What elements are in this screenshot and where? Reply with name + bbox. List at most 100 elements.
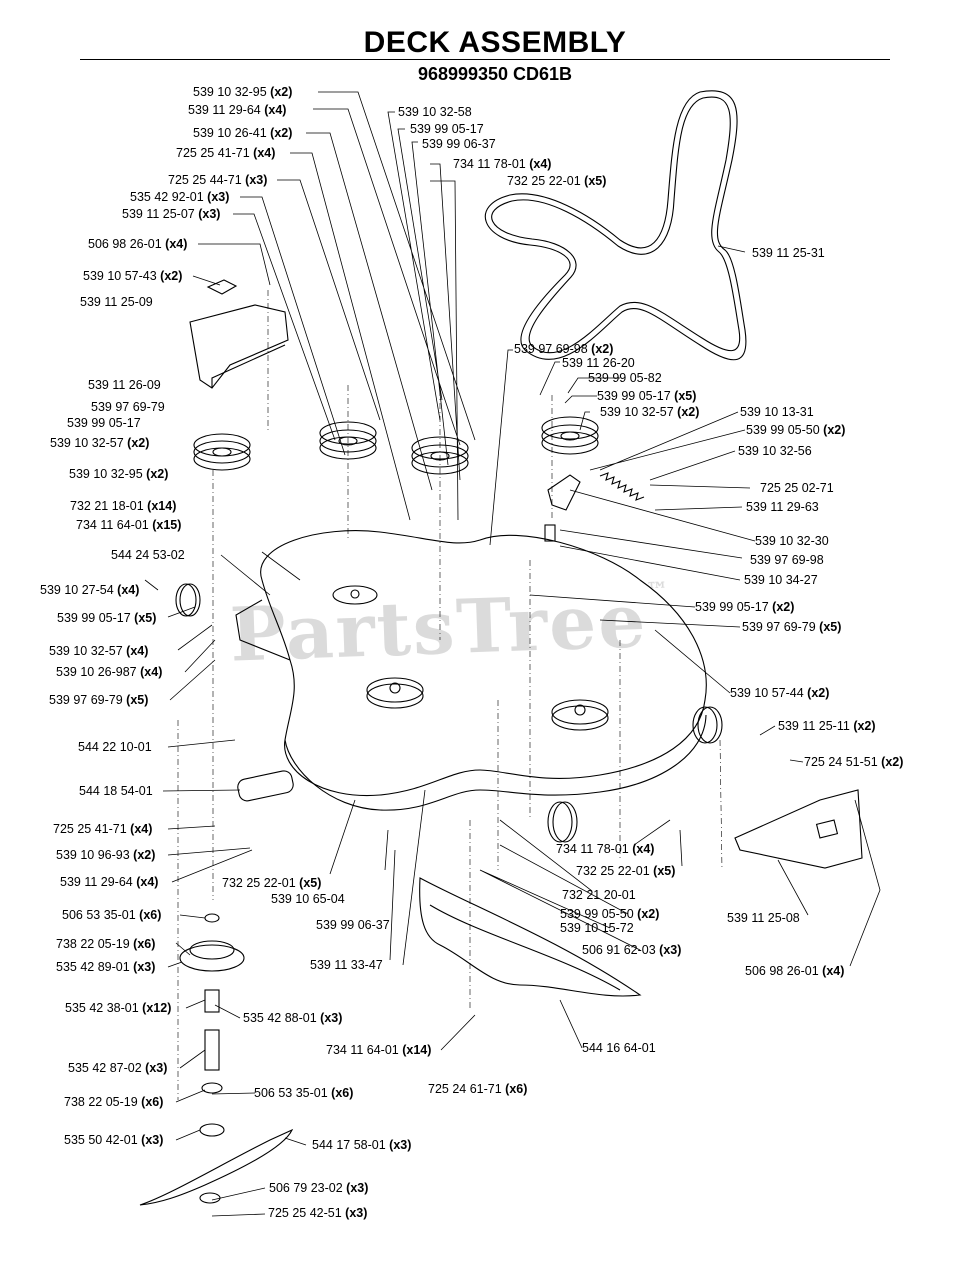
callout: 539 11 26-20 — [562, 356, 635, 370]
left-idler-pulley — [193, 433, 251, 471]
callout: 539 11 25-08 — [727, 911, 800, 925]
callout: 732 25 22-01 (x5) — [576, 864, 676, 878]
page-title: DECK ASSEMBLY — [363, 26, 627, 59]
callout: 732 21 20-01 — [562, 888, 636, 902]
callout: 535 42 88-01 (x3) — [243, 1011, 343, 1025]
callout: 539 99 05-82 — [588, 371, 662, 385]
spindle-stack — [179, 913, 245, 1137]
callout: 732 25 22-01 (x5) — [507, 174, 607, 188]
callout: 535 42 38-01 (x12) — [65, 1001, 172, 1015]
callout: 725 24 51-51 (x2) — [804, 755, 904, 769]
callout: 539 10 57-43 (x2) — [83, 269, 183, 283]
callout: 725 25 44-71 (x3) — [168, 173, 268, 187]
title-rule — [80, 59, 890, 60]
callout: 734 11 78-01 (x4) — [556, 842, 655, 856]
callout: 539 10 27-54 (x4) — [40, 583, 140, 597]
callout: 539 11 33-47 — [310, 958, 383, 972]
callout: 539 10 96-93 (x2) — [56, 848, 156, 862]
callout: 539 10 34-27 — [744, 573, 818, 587]
callout: 539 10 26-41 (x2) — [193, 126, 293, 140]
callout: 539 99 05-17 — [410, 122, 484, 136]
callout: 539 10 26-987 (x4) — [56, 665, 163, 679]
callout: 539 99 05-17 (x5) — [597, 389, 697, 403]
callout: 506 91 62-03 (x3) — [582, 943, 682, 957]
deck-spindle-center — [332, 585, 378, 605]
callout: 539 10 32-95 (x2) — [193, 85, 293, 99]
alignment-lines — [177, 290, 723, 1100]
deck-spindle-right — [551, 699, 609, 731]
callout: 539 11 29-64 (x4) — [188, 103, 287, 117]
idler-arm — [547, 474, 581, 511]
callout: 539 11 29-63 — [746, 500, 819, 514]
callout: 539 97 69-98 (x2) — [514, 342, 614, 356]
callout: 734 11 78-01 (x4) — [453, 157, 552, 171]
baffle-plate — [419, 877, 642, 997]
callout: 725 25 41-71 (x4) — [53, 822, 153, 836]
callout: 539 10 32-58 — [398, 105, 472, 119]
callout: 506 79 23-02 (x3) — [269, 1181, 369, 1195]
callout: 535 42 87-02 (x3) — [68, 1061, 168, 1075]
callout: 544 24 53-02 — [111, 548, 185, 562]
mower-blade — [139, 1128, 294, 1206]
callout: 539 99 05-17 (x5) — [57, 611, 157, 625]
gauge-wheel-left — [175, 583, 201, 617]
callout: 539 10 32-95 (x2) — [69, 467, 169, 481]
callout: 725 25 42-51 (x3) — [268, 1206, 368, 1220]
callout: 535 42 92-01 (x3) — [130, 190, 230, 204]
callout: 506 53 35-01 (x6) — [62, 908, 162, 922]
callout: 539 97 69-98 — [750, 553, 824, 567]
model-number: 968999350 CD61B — [417, 64, 573, 84]
callout: 539 11 25-07 (x3) — [122, 207, 221, 221]
callout: 539 99 05-17 (x2) — [695, 600, 795, 614]
callout: 506 53 35-01 (x6) — [254, 1086, 354, 1100]
callout: 539 11 25-31 — [752, 246, 825, 260]
drive-belt — [484, 90, 747, 361]
callout: 544 17 58-01 (x3) — [312, 1138, 412, 1152]
callout: 539 99 06-37 — [316, 918, 390, 932]
callout: 732 25 22-01 (x5) — [222, 876, 322, 890]
callout: 725 24 61-71 (x6) — [428, 1082, 528, 1096]
left-idler-cover — [189, 304, 289, 389]
leader-lines — [144, 91, 881, 1217]
callout: 539 10 32-57 (x4) — [49, 644, 149, 658]
callout: 539 10 15-72 — [560, 921, 634, 935]
callout: 539 10 32-57 (x2) — [600, 405, 700, 419]
callout: 539 97 69-79 (x5) — [49, 693, 149, 707]
callout: 738 22 05-19 (x6) — [64, 1095, 164, 1109]
callout: 725 25 41-71 (x4) — [176, 146, 276, 160]
callout: 535 42 89-01 (x3) — [56, 960, 156, 974]
callout: 539 10 32-30 — [755, 534, 829, 548]
callout: 539 97 69-79 — [91, 400, 165, 414]
callout: 539 99 05-50 (x2) — [746, 423, 846, 437]
deck-spindle-left — [366, 677, 424, 709]
small-bracket — [206, 279, 238, 295]
gauge-wheel-right — [692, 706, 723, 744]
callout: 544 16 64-01 — [582, 1041, 656, 1055]
anti-scalp-roller — [237, 770, 294, 802]
callout: 539 10 32-56 — [738, 444, 812, 458]
callout: 539 11 25-09 — [80, 295, 153, 309]
callout: 539 99 05-50 (x2) — [560, 907, 660, 921]
callout: 535 50 42-01 (x3) — [64, 1133, 164, 1147]
callout: 539 10 13-31 — [740, 405, 814, 419]
callout: 539 11 25-11 (x2) — [778, 719, 876, 733]
tension-spring — [599, 472, 645, 501]
callout: 734 11 64-01 (x15) — [76, 518, 182, 532]
callout: 544 22 10-01 — [78, 740, 152, 754]
callout: 539 99 06-37 — [422, 137, 496, 151]
callout: 506 98 26-01 (x4) — [88, 237, 188, 251]
callout: 506 98 26-01 (x4) — [745, 964, 845, 978]
gauge-wheel-front — [547, 801, 578, 843]
callout: 539 10 32-57 (x2) — [50, 436, 150, 450]
callout: 539 97 69-79 (x5) — [742, 620, 842, 634]
callout: 732 21 18-01 (x14) — [70, 499, 177, 513]
callout: 539 99 05-17 — [67, 416, 141, 430]
callout: 544 18 54-01 — [79, 784, 153, 798]
right-pulley — [541, 416, 599, 455]
callout: 539 10 57-44 (x2) — [730, 686, 830, 700]
callout: 725 25 02-71 — [760, 481, 834, 495]
callout: 738 22 05-19 (x6) — [56, 937, 156, 951]
mower-deck — [260, 530, 707, 797]
callout: 539 11 26-09 — [88, 378, 161, 392]
